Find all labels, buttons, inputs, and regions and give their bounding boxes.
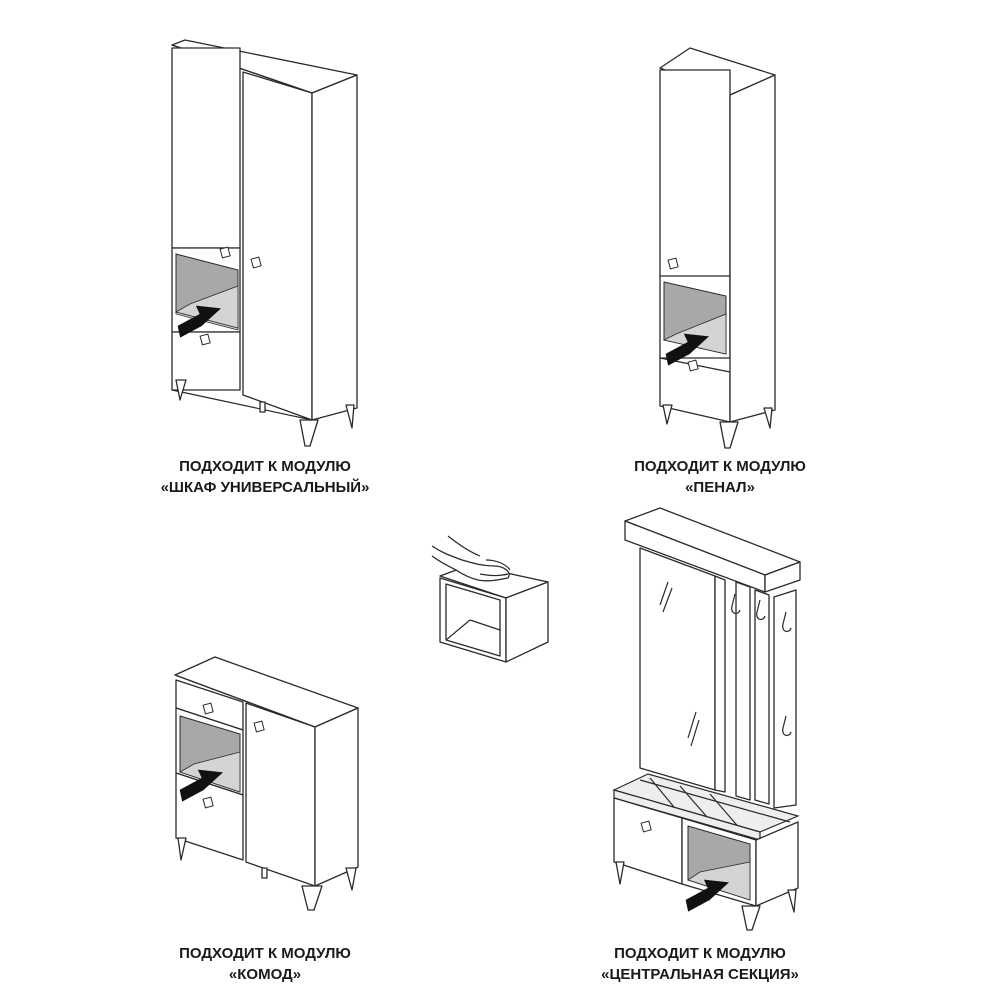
coat-hook-icon bbox=[756, 599, 766, 621]
wardrobe-left-door bbox=[171, 47, 241, 249]
wardrobe-illustration bbox=[171, 39, 358, 447]
bench-handle bbox=[640, 820, 652, 833]
caption-komod-line2: «КОМОД» bbox=[228, 966, 302, 983]
komod-side bbox=[314, 707, 359, 887]
box-front-opening bbox=[445, 583, 501, 657]
coat-hook-icon bbox=[782, 611, 792, 633]
wardrobe-handle bbox=[219, 246, 231, 259]
mirror-panel bbox=[639, 547, 716, 791]
bench-leg bbox=[741, 905, 761, 931]
wardrobe-handle bbox=[199, 333, 211, 346]
bench-leg bbox=[787, 889, 797, 913]
caption-central: ПОДХОДИТ К МОДУЛЮ «ЦЕНТРАЛЬНАЯ СЕКЦИЯ» bbox=[560, 943, 840, 985]
komod-leg bbox=[301, 885, 323, 911]
hook-panel bbox=[735, 581, 751, 801]
bench-side bbox=[755, 821, 799, 907]
bench-niche-floor-plane bbox=[687, 861, 751, 901]
komod-illustration bbox=[174, 656, 359, 911]
komod-handle bbox=[202, 702, 214, 715]
central-section-illustration bbox=[612, 507, 801, 931]
wardrobe-leg bbox=[175, 379, 187, 401]
bench-leg bbox=[615, 861, 625, 885]
komod-handle bbox=[253, 720, 265, 733]
caption-central-line1: ПОДХОДИТ К МОДУЛЮ bbox=[614, 945, 786, 962]
wardrobe-side bbox=[311, 74, 358, 421]
central-shelf-side bbox=[764, 561, 801, 593]
penal-handle bbox=[687, 359, 699, 372]
wardrobe-right-door bbox=[242, 71, 313, 421]
coat-hook-icon bbox=[731, 593, 741, 615]
wardrobe-leg bbox=[299, 419, 319, 447]
komod-leg bbox=[261, 867, 268, 879]
hook-panel bbox=[773, 589, 797, 809]
niche-box-illustration bbox=[431, 535, 549, 663]
caption-penal: ПОДХОДИТ К МОДУЛЮ «ПЕНАЛ» bbox=[570, 456, 870, 498]
penal-handle bbox=[667, 257, 679, 270]
caption-penal-line2: «ПЕНАЛ» bbox=[685, 479, 755, 496]
caption-central-line2: «ЦЕНТРАЛЬНАЯ СЕКЦИЯ» bbox=[601, 966, 799, 983]
wardrobe-handle bbox=[250, 256, 262, 269]
caption-komod: ПОДХОДИТ К МОДУЛЮ «КОМОД» bbox=[115, 943, 415, 985]
penal-side bbox=[729, 74, 776, 423]
penal-leg bbox=[719, 421, 739, 449]
caption-wardrobe-line2: «ШКАФ УНИВЕРСАЛЬНЫЙ» bbox=[160, 479, 370, 496]
komod-leg bbox=[345, 867, 357, 891]
caption-wardrobe-line1: ПОДХОДИТ К МОДУЛЮ bbox=[179, 458, 351, 475]
mirror-frame bbox=[714, 575, 726, 793]
hook-panel bbox=[754, 589, 770, 805]
penal-illustration bbox=[659, 47, 776, 449]
wardrobe-leg bbox=[259, 401, 266, 413]
caption-wardrobe: ПОДХОДИТ К МОДУЛЮ «ШКАФ УНИВЕРСАЛЬНЫЙ» bbox=[95, 456, 435, 498]
hand-fingers bbox=[447, 535, 511, 577]
penal-niche-floor-plane bbox=[662, 313, 727, 355]
wardrobe-leg bbox=[345, 404, 355, 429]
hand-icon bbox=[431, 545, 510, 582]
komod-handle bbox=[202, 796, 214, 809]
caption-penal-line1: ПОДХОДИТ К МОДУЛЮ bbox=[634, 458, 806, 475]
penal-leg bbox=[763, 407, 773, 429]
coat-hook-icon bbox=[782, 715, 792, 737]
penal-leg bbox=[662, 404, 673, 425]
penal-door bbox=[659, 69, 731, 279]
box-side bbox=[505, 581, 549, 663]
caption-komod-line1: ПОДХОДИТ К МОДУЛЮ bbox=[179, 945, 351, 962]
komod-leg bbox=[177, 837, 187, 861]
